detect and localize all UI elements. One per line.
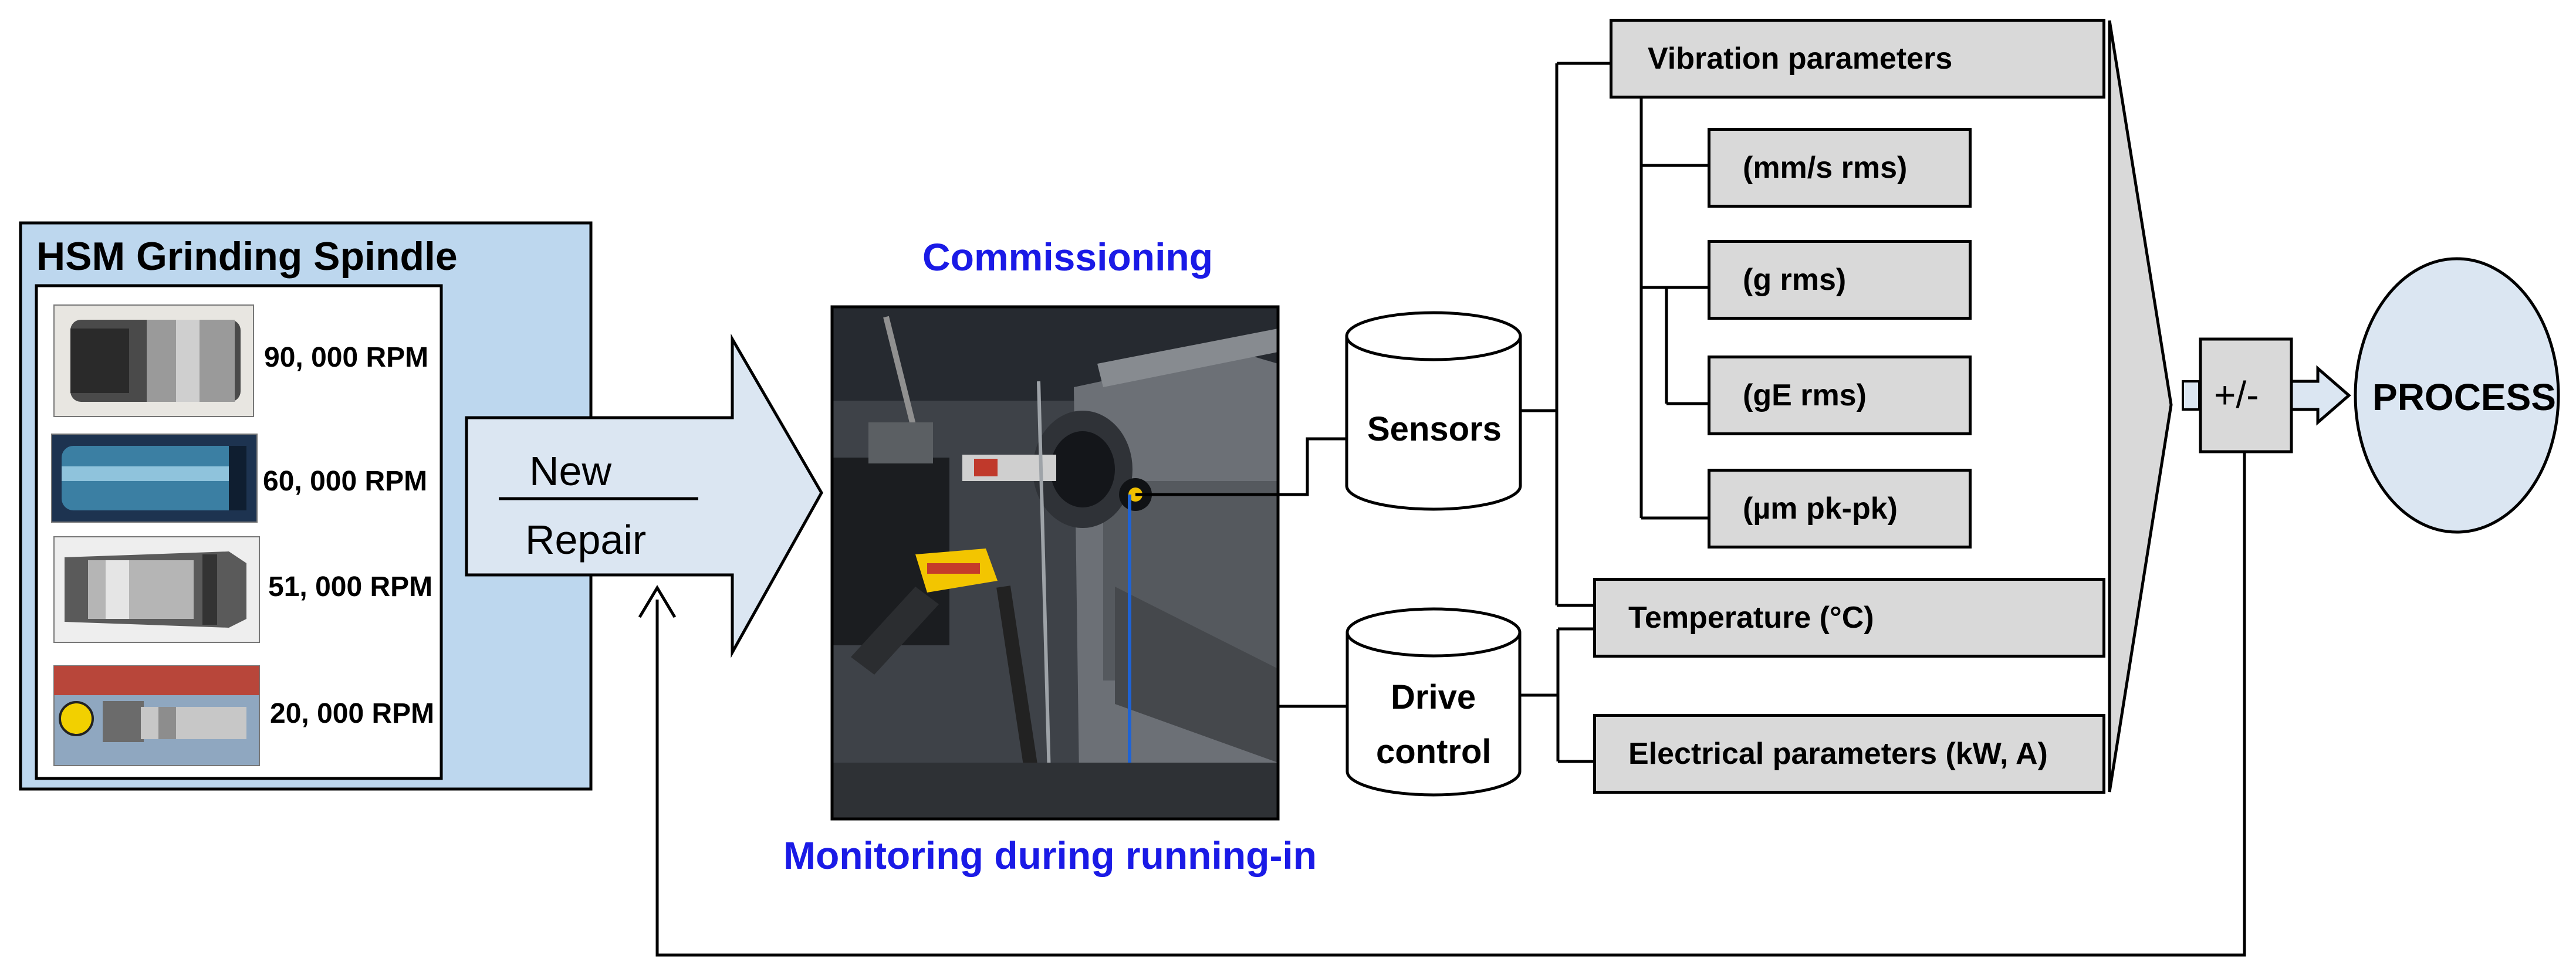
commissioning-photo	[830, 305, 1280, 821]
spindle-speed-51k: 51, 000 RPM	[268, 571, 433, 602]
repair-label: Repair	[525, 517, 647, 563]
adjust-label: +/-	[2214, 374, 2259, 416]
process-label: PROCESS	[2372, 376, 2556, 418]
sensors-cylinder	[1345, 311, 1522, 511]
vibration-unit-accel-box: (g rms)	[1708, 240, 1972, 320]
vibration-unit-envelope-label: (gE rms)	[1743, 378, 1867, 412]
spindle-speed-60k: 60, 000 RPM	[263, 466, 428, 497]
temperature-box: Temperature (°C)	[1593, 578, 2105, 658]
vibration-unit-envelope-box: (gE rms)	[1708, 356, 1972, 435]
vibration-unit-velocity-label: (mm/s rms)	[1743, 151, 1908, 185]
sensors-label: Sensors	[1367, 410, 1502, 448]
control-label: control	[1376, 733, 1492, 771]
commissioning-label: Commissioning	[922, 235, 1213, 279]
electrical-parameters-label: Electrical parameters (kW, A)	[1628, 737, 2048, 771]
vibration-unit-displacement-box: (µm pk-pk)	[1708, 469, 1972, 549]
vibration-parameters-label: Vibration parameters	[1648, 42, 1953, 76]
spindle-photo-20k	[53, 665, 260, 766]
feedback-line	[655, 452, 2246, 957]
spindle-photo-60k	[51, 434, 258, 523]
vibration-parameters-box: Vibration parameters	[1610, 19, 2105, 99]
process-ellipse	[2354, 257, 2560, 534]
new-label: New	[529, 448, 612, 494]
vibration-unit-displacement-label: (µm pk-pk)	[1743, 492, 1898, 526]
adjust-input-stub	[2182, 380, 2200, 411]
collector-chevron	[2108, 20, 2173, 793]
sensor-lead	[1135, 437, 1347, 496]
drive-control-cylinder	[1346, 607, 1522, 797]
monitoring-label: Monitoring during running-in	[783, 834, 1317, 877]
process-arrow	[2290, 365, 2351, 426]
spindle-panel-title: HSM Grinding Spindle	[36, 234, 458, 279]
temperature-label: Temperature (°C)	[1628, 601, 1874, 635]
spindle-speed-90k: 90, 000 RPM	[264, 342, 429, 373]
new-repair-arrow	[465, 333, 823, 658]
spindle-photo-90k	[53, 304, 254, 417]
adjust-box	[2199, 337, 2293, 453]
vibration-unit-accel-label: (g rms)	[1743, 263, 1847, 297]
feedback-arrowhead	[638, 585, 677, 618]
spindle-speed-20k: 20, 000 RPM	[270, 698, 435, 729]
vibration-unit-velocity-box: (mm/s rms)	[1708, 128, 1972, 208]
drive-label: Drive	[1391, 678, 1476, 716]
spindle-photo-51k	[53, 536, 260, 643]
electrical-parameters-box: Electrical parameters (kW, A)	[1593, 714, 2105, 794]
